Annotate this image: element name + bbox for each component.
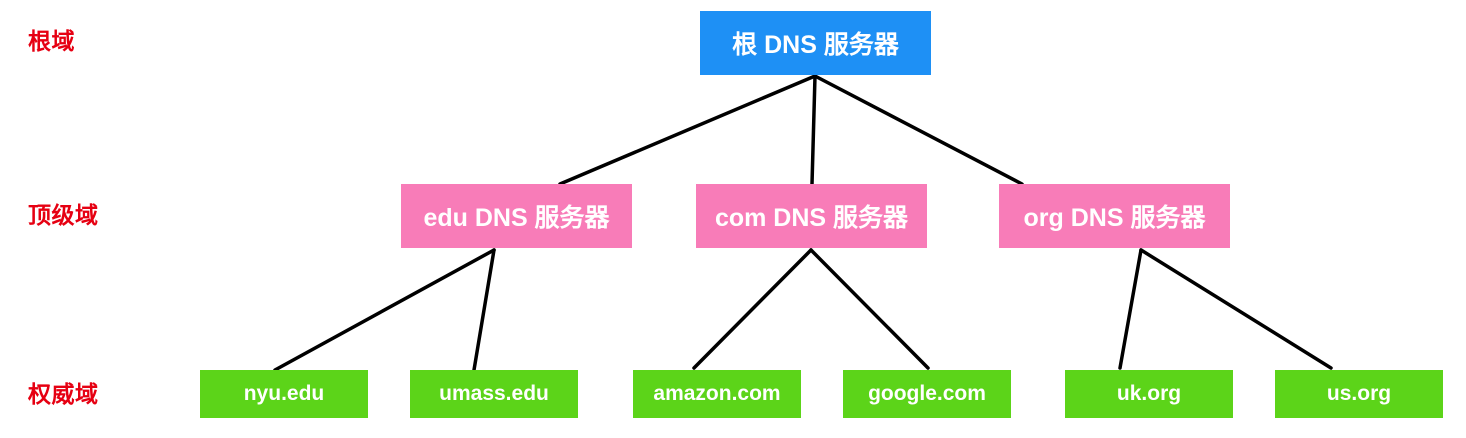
node-root-dns-server[interactable]: 根 DNS 服务器 [700, 11, 931, 75]
node-com-dns-server[interactable]: com DNS 服务器 [696, 184, 927, 248]
tier-label-authoritative: 权威域 [28, 381, 99, 407]
node-nyu-edu[interactable]: nyu.edu [200, 370, 368, 418]
node-us-org[interactable]: us.org [1275, 370, 1443, 418]
edge-com-to-google [809, 248, 930, 370]
node-edu-dns-server[interactable]: edu DNS 服务器 [401, 184, 632, 248]
node-umass-edu[interactable]: umass.edu [410, 370, 578, 418]
edge-root-to-org [813, 74, 1024, 186]
node-amazon-com[interactable]: amazon.com [633, 370, 801, 418]
edge-root-to-com [810, 74, 817, 186]
edge-org-to-us [1139, 248, 1333, 370]
tier-label-root: 根域 [28, 28, 75, 54]
tier-label-tld: 顶级域 [28, 202, 99, 228]
edge-com-to-amazon [692, 248, 813, 370]
edge-org-to-uk [1118, 248, 1143, 370]
node-google-com[interactable]: google.com [843, 370, 1011, 418]
node-uk-org[interactable]: uk.org [1065, 370, 1233, 418]
edge-edu-to-nyu [273, 248, 496, 372]
edge-edu-to-umass [472, 248, 496, 372]
node-org-dns-server[interactable]: org DNS 服务器 [999, 184, 1230, 248]
edge-root-to-edu [558, 74, 817, 186]
